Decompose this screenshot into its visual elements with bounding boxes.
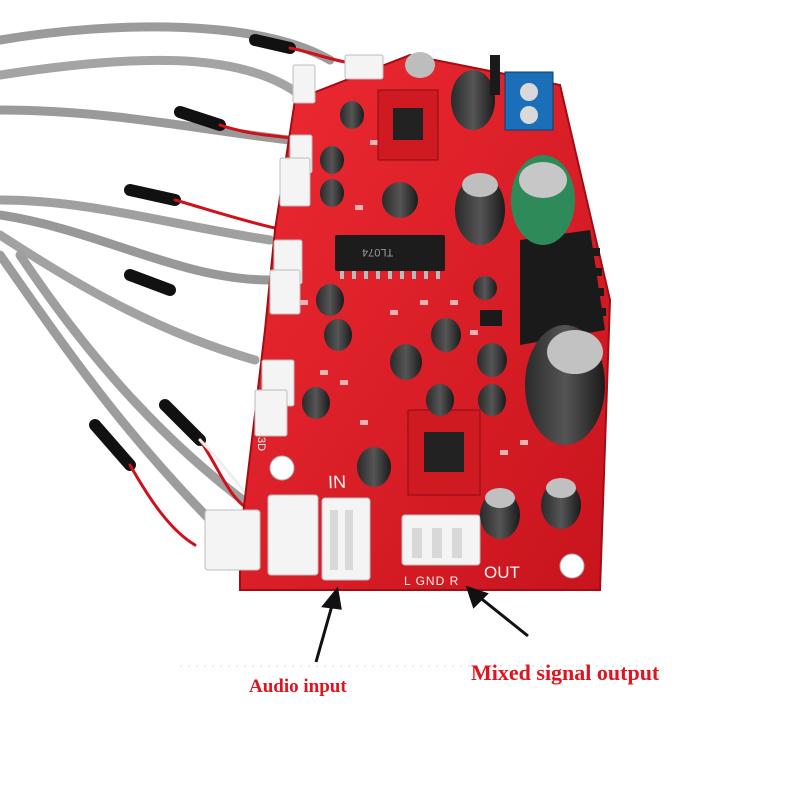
heatsink: [520, 230, 606, 345]
opamp-upper: [377, 89, 439, 161]
cables: [0, 22, 347, 547]
silkscreen-3d: 3D: [255, 436, 268, 452]
arrow-mixed-output: [465, 585, 529, 638]
silkscreen-in: IN: [327, 471, 347, 493]
label-audio-input: Audio input: [249, 676, 347, 697]
label-mixed-signal-output: Mixed signal output: [471, 660, 660, 685]
power-terminal: [504, 71, 554, 131]
silkscreen-out: OUT: [484, 563, 520, 582]
silkscreen-out-pins: L GND R: [404, 574, 460, 588]
chip-marking: TL074: [362, 246, 394, 258]
main-ic: [335, 235, 445, 271]
arrow-audio-input: [314, 586, 342, 663]
pcb-traces: [300, 140, 528, 455]
capacitors: [302, 52, 605, 539]
opamp-lower: [407, 409, 481, 496]
